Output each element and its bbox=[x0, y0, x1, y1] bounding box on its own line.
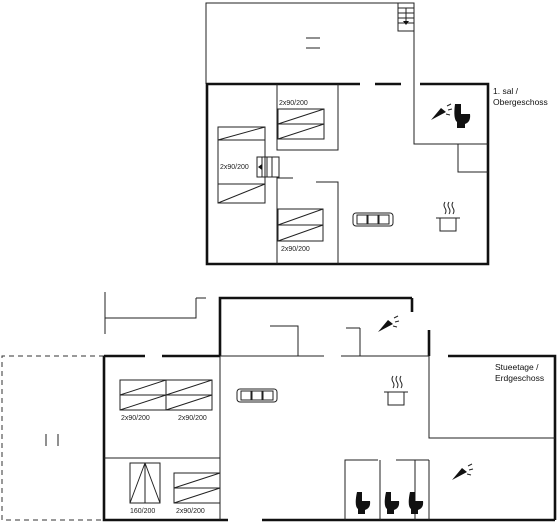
sofa-icon bbox=[236, 388, 278, 403]
bed-label: 2x90/200 bbox=[121, 415, 150, 422]
upper-room-wall bbox=[276, 84, 339, 151]
shower-icon bbox=[452, 463, 474, 480]
ground-room-wall bbox=[428, 356, 555, 439]
cooking-pot-icon bbox=[436, 201, 460, 232]
bed-label: 2x90/200 bbox=[220, 164, 249, 171]
upper-terrace-outline bbox=[205, 2, 415, 84]
upper-floor-label: Obergeschoss bbox=[493, 97, 548, 107]
upper-bath-wall bbox=[413, 84, 488, 145]
bed-ground-double bbox=[129, 462, 161, 504]
bed-upper-top bbox=[277, 108, 325, 140]
toilet-icon bbox=[408, 492, 424, 514]
bed-label: 2x90/200 bbox=[176, 508, 205, 515]
upper-room-wall bbox=[316, 181, 339, 264]
bed-label: 160/200 bbox=[130, 508, 155, 515]
ground-outer-wall bbox=[102, 356, 228, 522]
bed-label: 2x90/200 bbox=[279, 100, 308, 107]
toilet-icon bbox=[355, 492, 371, 514]
ground-floor-label: Stueetage / bbox=[495, 362, 539, 372]
ground-bath-wall bbox=[344, 459, 378, 520]
ground-outer-wall bbox=[218, 296, 412, 356]
ground-floor-label: Erdgeschoss bbox=[495, 373, 544, 383]
upper-bath-wall bbox=[457, 144, 488, 173]
bed-upper-bottom bbox=[277, 208, 324, 242]
bed-upper-left bbox=[217, 126, 266, 204]
toilet-icon bbox=[384, 492, 400, 514]
upper-floor-label: 1. sal / bbox=[493, 86, 519, 96]
upper-room-wall bbox=[276, 177, 293, 264]
ground-terrace-outline bbox=[105, 298, 197, 319]
bed-ground-1 bbox=[119, 379, 167, 411]
upper-outer-wall bbox=[205, 82, 490, 266]
cooking-pot-icon bbox=[384, 375, 408, 406]
bed-label: 2x90/200 bbox=[178, 415, 207, 422]
ground-floor: 2x90/200 2x90/200 160/200 2x90/200 bbox=[1, 292, 557, 522]
shower-icon bbox=[431, 103, 453, 120]
toilet-icon bbox=[454, 104, 471, 128]
bed-ground-3 bbox=[173, 472, 221, 504]
upper-floor: 2x90/200 2x90/200 2x90/200 bbox=[205, 2, 548, 266]
ground-outer-wall bbox=[448, 354, 557, 520]
upper-stair bbox=[256, 156, 280, 178]
terrace-stair bbox=[397, 2, 415, 32]
annex-outline bbox=[1, 355, 104, 521]
bed-ground-2 bbox=[165, 379, 213, 411]
shower-icon bbox=[378, 315, 400, 332]
ground-room-wall bbox=[270, 325, 299, 356]
bed-label: 2x90/200 bbox=[281, 246, 310, 253]
sofa-icon bbox=[352, 212, 394, 227]
